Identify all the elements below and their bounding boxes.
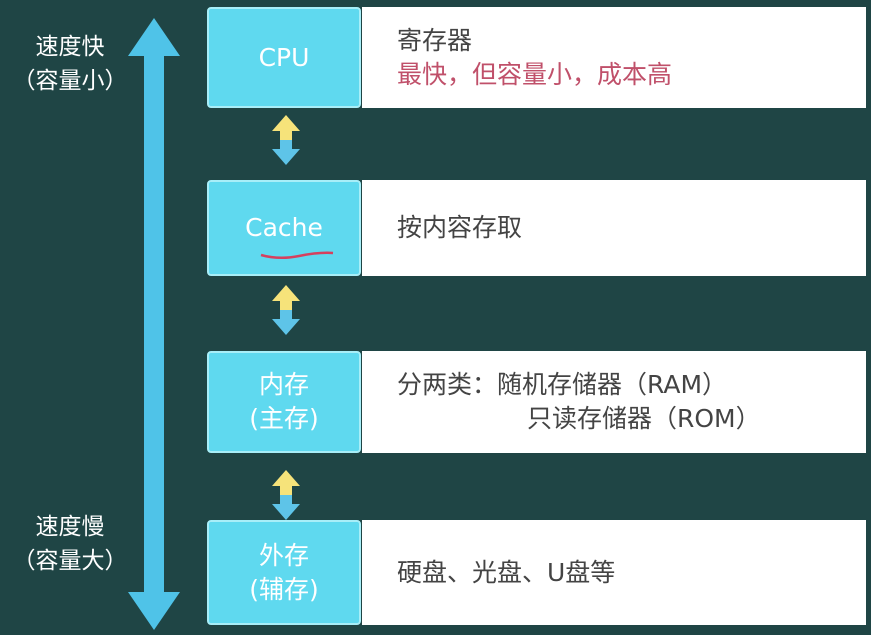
external-storage-label: 外存 [258, 540, 309, 570]
speed-slow-label: 速度慢 （容量大） [0, 510, 140, 578]
memory-external-arrow-icon [272, 470, 300, 520]
cpu-description: 寄存器 最快，但容量小，成本高 [362, 7, 866, 108]
main-memory-label: 内存 [258, 370, 309, 399]
speed-slow-text: 速度慢 [35, 514, 105, 540]
cache-description: 按内容存取 [362, 180, 866, 276]
external-storage-desc-line-1: 硬盘、光盘、U盘等 [397, 557, 616, 587]
main-memory-desc-line-1: 分两类：随机存储器（RAM） [397, 370, 728, 399]
speed-fast-text: 速度快 [35, 34, 105, 60]
cache-desc-line-1: 按内容存取 [397, 213, 523, 242]
cpu-desc-line-1: 寄存器 [397, 25, 473, 55]
capacity-small-text: （容量小） [12, 68, 128, 94]
main-memory-sublabel: (主存) [249, 404, 319, 433]
cache-label: Cache [245, 213, 323, 242]
cache-memory-arrow-icon [272, 285, 300, 335]
main-memory-description: 分两类：随机存储器（RAM） 只读存储器（ROM） [362, 351, 866, 453]
cpu-label: CPU [258, 42, 310, 72]
cache-level-box: Cache [207, 180, 361, 276]
capacity-large-text: （容量大） [12, 548, 128, 574]
main-memory-desc-line-2: 只读存储器（ROM） [527, 404, 761, 433]
external-storage-level-box: 外存 (辅存) [207, 520, 361, 625]
cpu-level-box: CPU [207, 7, 361, 108]
external-storage-description: 硬盘、光盘、U盘等 [362, 520, 866, 625]
speed-capacity-arrow-icon [128, 18, 180, 630]
cpu-cache-arrow-icon [272, 115, 300, 165]
cache-underline-mark [260, 251, 334, 259]
external-storage-sublabel: (辅存) [249, 574, 319, 604]
cpu-desc-line-2: 最快，但容量小，成本高 [397, 59, 673, 89]
speed-fast-label: 速度快 （容量小） [0, 30, 140, 98]
main-memory-level-box: 内存 (主存) [207, 351, 361, 453]
